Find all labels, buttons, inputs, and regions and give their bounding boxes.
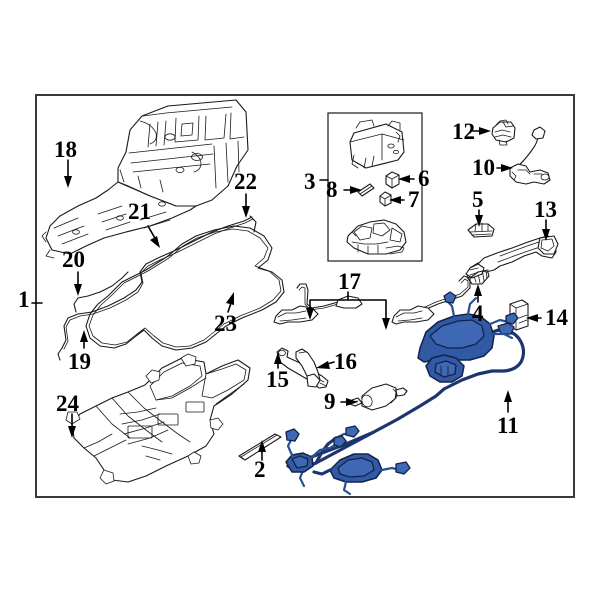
callout-label-8[interactable]: 8 <box>326 177 338 202</box>
callout-label-24[interactable]: 24 <box>56 391 79 416</box>
callout-leaders <box>31 127 550 461</box>
part-24-battery-tray-lower <box>65 353 251 485</box>
part-23-seal-gasket <box>85 225 285 351</box>
part-17-support-bracket-right <box>391 269 489 325</box>
callout-label-15[interactable]: 15 <box>266 367 289 392</box>
callout-label-7[interactable]: 7 <box>408 187 420 212</box>
callout-label-3[interactable]: 3 <box>304 169 316 194</box>
callout-label-18[interactable]: 18 <box>54 137 77 162</box>
callout-label-20[interactable]: 20 <box>62 247 85 272</box>
part-12-connector <box>491 119 516 146</box>
part-10-sensor-lead <box>509 126 551 185</box>
part-8-bolt <box>357 183 375 197</box>
part-3-module <box>349 119 405 169</box>
parts-tubes-19-20-21-22 <box>57 215 257 361</box>
part-11-wire-harness <box>285 291 526 496</box>
part-3-boxed-subgroup <box>327 112 423 262</box>
part-6-nut <box>385 171 400 189</box>
part-13-bracket-long <box>465 235 559 279</box>
part-7-nut <box>379 191 392 207</box>
callout-label-14[interactable]: 14 <box>545 305 568 330</box>
part-16-rod <box>295 348 321 388</box>
callout-label-10[interactable]: 10 <box>472 155 495 180</box>
part-18-battery-pack-upper <box>41 99 249 259</box>
part-5-cap <box>467 222 495 238</box>
callout-label-6[interactable]: 6 <box>418 166 430 191</box>
callout-label-12[interactable]: 12 <box>452 119 475 144</box>
callout-label-17[interactable]: 17 <box>338 269 361 294</box>
callout-label-23[interactable]: 23 <box>214 311 237 336</box>
callout-label-9[interactable]: 9 <box>324 389 336 414</box>
part-9-canister <box>349 383 408 411</box>
callout-label-19[interactable]: 19 <box>68 349 91 374</box>
callout-label-21[interactable]: 21 <box>128 199 151 224</box>
part-3-connector-block <box>346 219 407 255</box>
callout-label-4[interactable]: 4 <box>472 301 484 326</box>
callout-label-22[interactable]: 22 <box>234 169 257 194</box>
callout-label-16[interactable]: 16 <box>334 349 357 374</box>
callout-label-2[interactable]: 2 <box>254 457 266 482</box>
callout-label-11[interactable]: 11 <box>497 413 519 438</box>
callout-label-5[interactable]: 5 <box>472 187 484 212</box>
callout-label-13[interactable]: 13 <box>534 197 557 222</box>
callout-label-1[interactable]: 1 <box>18 287 30 312</box>
